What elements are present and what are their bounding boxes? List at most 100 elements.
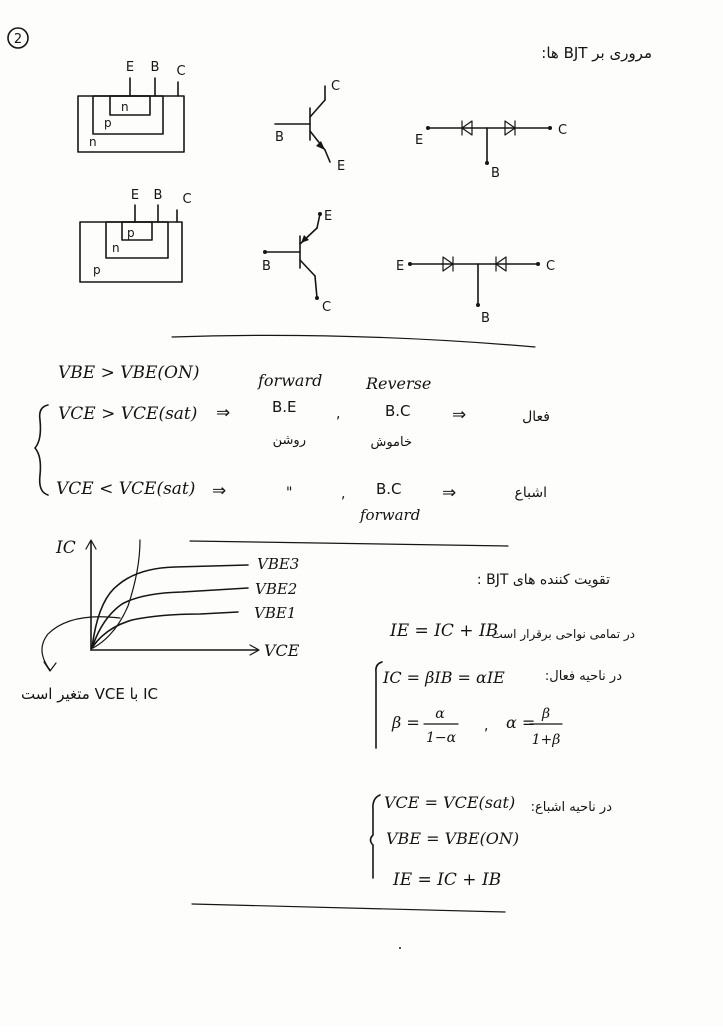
sat-bc: B.C <box>376 480 402 498</box>
active-arrow-2: ⇒ <box>452 405 466 425</box>
sat-bc-state: forward <box>359 506 420 524</box>
npn-pin-b: B <box>151 60 160 75</box>
npn-symbol-e: E <box>337 159 345 174</box>
alpha-numerator: β <box>541 706 550 722</box>
npn-diode-c: C <box>558 123 567 138</box>
kcl-note: در تمامی نواحی برقرار است <box>491 627 635 642</box>
kcl-equation: IE = IC + IB <box>389 621 498 641</box>
saturation-heading: در ناحیه اشباع: <box>531 800 613 815</box>
vbe-condition: VBE > VBE(ON) <box>58 363 200 383</box>
x-axis-label: VCE <box>264 641 300 660</box>
beta-numerator: α <box>435 706 445 722</box>
sat-vbe-equation: VBE = VBE(ON) <box>386 829 519 848</box>
formula-separator: , <box>484 718 488 734</box>
active-current-equation: IC = βIB = αIE <box>382 668 505 687</box>
npn-pin-c: C <box>176 64 185 79</box>
amplifier-heading: تقویت کننده های BJT : <box>477 572 610 588</box>
beta-lhs: β = <box>391 713 420 732</box>
npn-diode-model: E C B <box>415 120 567 181</box>
npn-symbol-b: B <box>275 130 284 145</box>
active-be: B.E <box>272 398 297 416</box>
divider <box>191 903 506 913</box>
page-title: مروری بر BJT ها: <box>541 44 652 62</box>
graph-note: IC با VCE متغیر است <box>21 685 158 703</box>
forward-header: forward <box>257 371 322 390</box>
y-axis-arrow-icon <box>85 539 97 550</box>
saturation-brace <box>369 794 381 879</box>
divider <box>189 540 509 547</box>
saturation-region-label: اشباع <box>515 485 547 501</box>
annotation-arrowhead-icon <box>43 661 57 672</box>
divider <box>171 334 536 348</box>
pnp-pin-b: B <box>154 188 163 203</box>
saturation-boundary <box>92 539 141 649</box>
active-region-label: فعال <box>522 409 550 425</box>
y-axis-label: IC <box>55 538 76 558</box>
npn-layer-emitter: n <box>121 100 129 114</box>
pnp-symbol-b: B <box>262 259 271 274</box>
pnp-layer-base: n <box>112 241 120 255</box>
sat-vce-equation: VCE = VCE(sat) <box>384 793 515 812</box>
sat-ditto: " <box>286 485 292 501</box>
curve-vbe1 <box>91 611 239 649</box>
npn-pin-e: E <box>126 60 134 75</box>
pnp-layer-emitter: p <box>127 226 135 240</box>
active-condition: VCE > VCE(sat) <box>58 404 197 424</box>
pnp-structure: E B C p n p <box>79 188 192 283</box>
npn-diode-e: E <box>415 133 423 148</box>
active-bc: B.C <box>385 402 411 420</box>
pnp-pin-e: E <box>131 188 139 203</box>
npn-be-diode-icon <box>461 120 473 136</box>
active-be-state: روشن <box>273 433 306 448</box>
curve-vbe3 <box>91 564 249 649</box>
active-separator: , <box>336 406 340 422</box>
npn-symbol-c: C <box>331 79 340 94</box>
active-arrow-1: ⇒ <box>216 403 230 423</box>
page-number: 2 <box>7 27 29 49</box>
npn-layer-base: p <box>104 116 112 130</box>
pnp-diode-c: C <box>546 259 555 274</box>
reverse-header: Reverse <box>365 374 431 393</box>
alpha-lhs: α = <box>506 713 535 732</box>
pnp-symbol-e: E <box>324 209 332 224</box>
active-heading: در ناحیه فعال: <box>545 669 622 684</box>
npn-symbol: B C E <box>274 79 345 174</box>
pnp-diode-model: E C B <box>396 256 555 326</box>
sat-kcl-equation: IE = IC + IB <box>392 870 501 890</box>
x-axis-arrow-icon <box>249 644 260 656</box>
pnp-symbol-c: C <box>322 300 331 315</box>
curve-label-vbe3: VBE3 <box>257 555 299 573</box>
beta-denominator: 1−α <box>426 730 457 746</box>
npn-structure: E B C n p n <box>77 60 186 153</box>
active-brace <box>375 661 383 749</box>
npn-emitter-arrow-icon <box>316 141 325 150</box>
saturation-condition: VCE < VCE(sat) <box>56 479 195 499</box>
pnp-eb-diode-icon <box>442 256 454 272</box>
sat-separator: , <box>341 486 345 502</box>
page-number-text: 2 <box>14 32 22 47</box>
npn-diode-b: B <box>491 166 500 181</box>
pnp-symbol: B C E <box>262 209 332 315</box>
annotation-arrow <box>41 616 121 671</box>
pnp-cb-diode-icon <box>495 256 507 272</box>
output-characteristic: IC VCE VBE3 VBE2 VBE1 IC با VCE متغیر اس… <box>21 538 300 703</box>
operating-regions: VBE > VBE(ON) forward Reverse VCE > VCE(… <box>34 363 550 524</box>
sat-arrow-2: ⇒ <box>442 483 456 503</box>
curve-label-vbe1: VBE1 <box>254 604 296 622</box>
pnp-pin-c: C <box>182 192 191 207</box>
curve-vbe2 <box>91 587 249 649</box>
amplifier-equations: تقویت کننده های BJT : IE = IC + IB در تم… <box>375 572 635 749</box>
pnp-emitter-arrow-icon <box>301 235 309 243</box>
pnp-layer-collector: p <box>93 263 101 277</box>
curve-label-vbe2: VBE2 <box>255 580 297 598</box>
active-bc-state: خاموش <box>370 435 412 450</box>
npn-bc-diode-icon <box>504 120 516 136</box>
pnp-diode-e: E <box>396 259 404 274</box>
saturation-equations: VCE = VCE(sat) VBE = VBE(ON) IE = IC + I… <box>369 793 613 890</box>
region-brace <box>34 404 49 496</box>
pnp-diode-b: B <box>481 311 490 326</box>
sat-arrow-1: ⇒ <box>212 481 226 501</box>
npn-layer-collector: n <box>89 135 97 149</box>
